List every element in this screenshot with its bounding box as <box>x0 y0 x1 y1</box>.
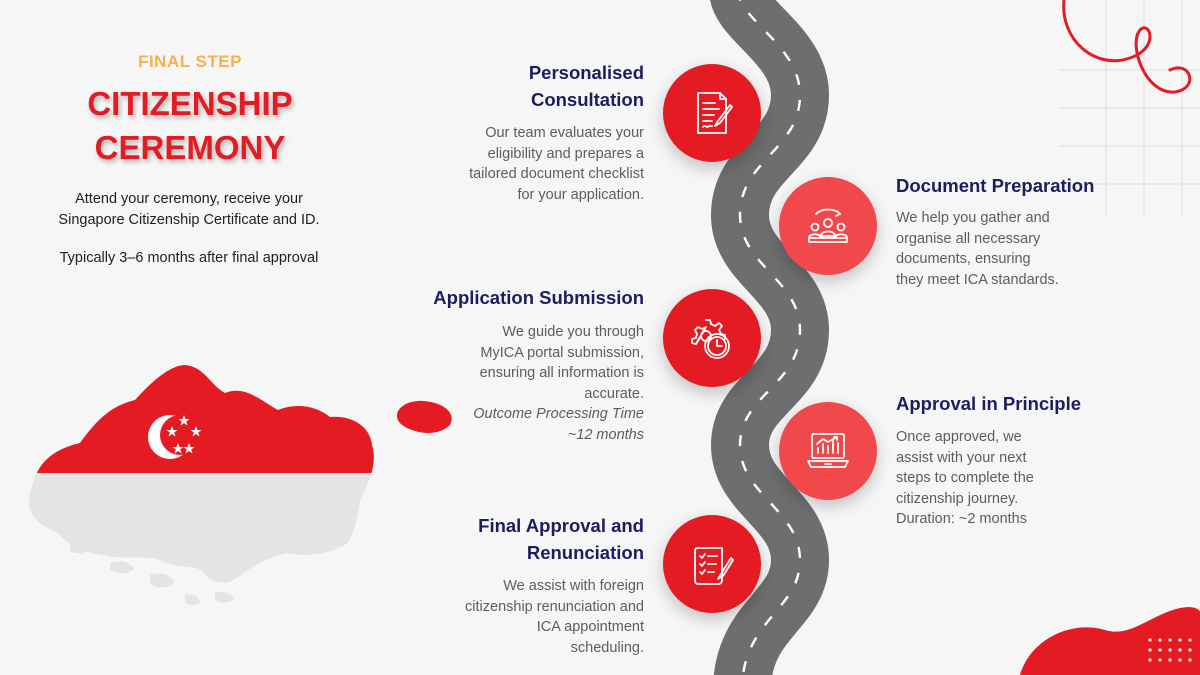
step-final-approval-renunciation: Final Approval and Renunciation We assis… <box>364 512 644 658</box>
step-title: Document Preparation <box>896 172 1126 199</box>
team-cycle-icon <box>808 208 848 243</box>
step-desc-line: Duration: ~2 months <box>896 511 1027 528</box>
decor-grid-swirl <box>1060 0 1200 215</box>
final-step-eyebrow: FINAL STEP <box>138 52 242 71</box>
step-desc-line: accurate. <box>584 385 644 402</box>
step-personalised-consultation: Personalised Consultation Our team evalu… <box>364 59 644 205</box>
winding-road <box>710 0 830 675</box>
step-approval-in-principle: Approval in Principle Once approved, we … <box>896 390 1126 530</box>
step-circle-approval <box>779 402 877 500</box>
step-title-line: Approval in Principle <box>896 393 1082 414</box>
step-title: Final Approval and Renunciation <box>364 512 644 566</box>
decor-blob <box>1020 607 1200 675</box>
step-desc-line: organise all necessary <box>896 230 1041 247</box>
step-desc-line: Our team evaluates your <box>485 125 644 141</box>
step-desc-line: ensuring all information is <box>479 365 644 382</box>
step-description: Once approved, we assist with your next … <box>896 427 1126 530</box>
step-application-submission: Application Submission We guide you thro… <box>364 284 644 446</box>
ceremony-title-line-1: CITIZENSHIP <box>87 85 293 122</box>
step-desc-line: Once approved, we <box>896 429 1022 445</box>
gear-clock-icon <box>691 319 730 359</box>
step-title-line: Final Approval and <box>478 515 644 536</box>
step-circle-consultation <box>663 64 761 162</box>
step-circle-final-approval <box>663 515 761 613</box>
step-desc-line: they meet ICA standards. <box>896 271 1059 288</box>
step-title: Approval in Principle <box>896 390 1126 417</box>
ceremony-desc-line-2: Singapore Citizenship Certificate and ID… <box>58 212 320 228</box>
checklist-pen-icon <box>694 547 734 585</box>
laptop-chart-icon <box>807 433 849 468</box>
step-desc-line: We guide you through <box>502 324 644 340</box>
step-note-line: Outcome Processing Time <box>473 406 644 423</box>
singapore-flag-map-icon <box>29 365 452 606</box>
step-description: We guide you through MyICA portal submis… <box>364 322 644 446</box>
step-desc-line: citizenship renunciation and <box>465 598 644 615</box>
step-title-line: Renunciation <box>526 542 644 563</box>
step-document-preparation: Document Preparation We help you gather … <box>896 172 1126 290</box>
step-title-line: Document Preparation <box>896 175 1095 196</box>
step-description: We help you gather and organise all nece… <box>896 208 1126 290</box>
document-edit-icon <box>697 92 733 134</box>
step-desc-line: MyICA portal submission, <box>480 344 644 361</box>
step-desc-line: eligibility and prepares a <box>487 145 644 162</box>
step-desc-line: tailored document checklist <box>469 166 644 183</box>
step-note-line: ~12 months <box>567 426 644 443</box>
step-desc-line: ICA appointment <box>536 619 644 636</box>
ceremony-title: CITIZENSHIP CEREMONY <box>40 82 340 170</box>
step-desc-line: documents, ensuring <box>896 251 1031 268</box>
ceremony-title-line-2: CEREMONY <box>94 129 286 166</box>
step-circle-application-submission <box>663 289 761 387</box>
step-description: We assist with foreign citizenship renun… <box>364 576 644 658</box>
step-desc-line: steps to complete the <box>896 470 1034 487</box>
step-desc-line: for your application. <box>517 186 644 203</box>
step-title-line: Consultation <box>530 89 644 110</box>
road-lane-markings <box>738 0 802 675</box>
swirl-decoration <box>1062 0 1192 94</box>
step-title: Personalised Consultation <box>364 59 644 113</box>
step-desc-line: assist with your next <box>896 449 1027 466</box>
step-circle-document-preparation <box>779 177 877 275</box>
step-desc-line: scheduling. <box>570 639 644 656</box>
step-title-line: Personalised <box>528 62 644 83</box>
step-description: Our team evaluates your eligibility and … <box>364 123 644 205</box>
step-title-line: Application Submission <box>433 287 644 308</box>
ceremony-timing: Typically 3–6 months after final approva… <box>59 250 319 266</box>
step-title: Application Submission <box>364 284 644 311</box>
ceremony-description: Attend your ceremony, receive your Singa… <box>30 189 348 231</box>
step-desc-line: citizenship journey. <box>896 490 1019 507</box>
step-desc-line: We assist with foreign <box>503 578 644 594</box>
step-desc-line: We help you gather and <box>896 210 1050 226</box>
ceremony-desc-line-1: Attend your ceremony, receive your <box>75 191 303 207</box>
